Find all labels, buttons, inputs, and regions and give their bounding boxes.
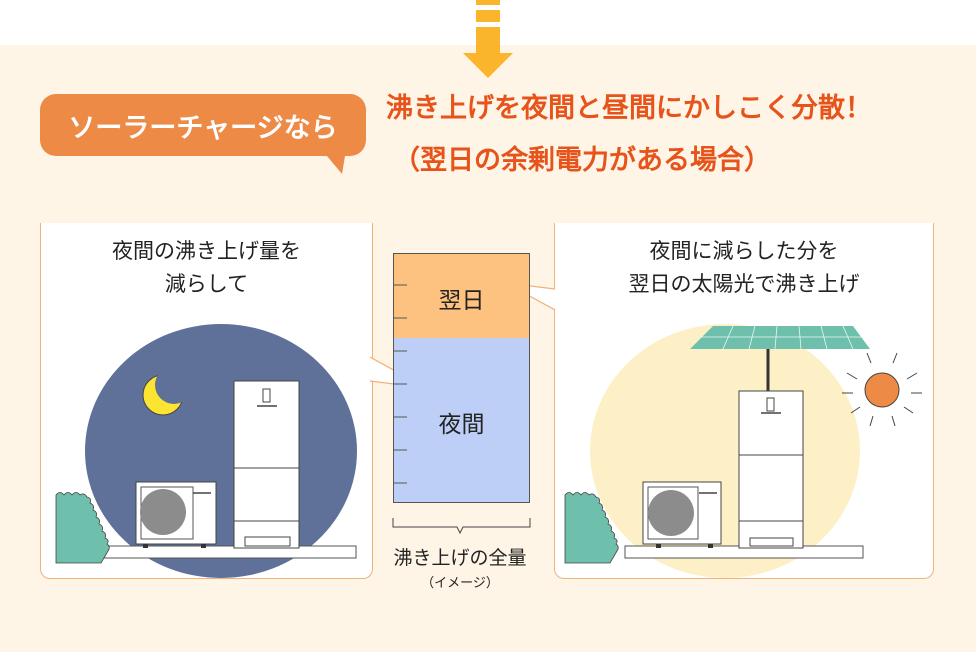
day-card-title-line2: 翌日の太陽光で沸き上げ bbox=[628, 272, 860, 296]
water-tank-icon bbox=[738, 390, 804, 549]
night-card: 夜間の沸き上げ量を 減らして bbox=[40, 223, 373, 579]
night-sky bbox=[85, 324, 357, 578]
meter-caption: 沸き上げの全量 bbox=[393, 547, 527, 569]
heat-pump-unit-icon bbox=[135, 481, 217, 548]
night-card-title-line2: 減らして bbox=[164, 272, 249, 296]
day-card-title-line1: 夜間に減らした分を bbox=[649, 239, 839, 263]
boiling-amount-meter: 翌日 夜間 bbox=[393, 253, 530, 503]
meter-night-label: 夜間 bbox=[438, 412, 485, 438]
meter-next-day-segment bbox=[393, 253, 530, 338]
bush-icon bbox=[55, 492, 110, 564]
meter-next-day-label: 翌日 bbox=[438, 288, 485, 314]
night-card-title-line1: 夜間の沸き上げ量を bbox=[112, 239, 301, 263]
badge-tail bbox=[322, 150, 346, 174]
badge-label: ソーラーチャージなら bbox=[68, 112, 338, 144]
heat-pump-unit-icon bbox=[642, 481, 722, 548]
meter-caption-sub: （イメージ） bbox=[421, 576, 499, 591]
meter-night-segment bbox=[393, 338, 530, 503]
day-illustration bbox=[564, 324, 922, 578]
bush-icon bbox=[564, 492, 619, 564]
water-tank-icon bbox=[233, 380, 300, 549]
day-glow bbox=[590, 324, 860, 578]
solar-panel-icon bbox=[690, 325, 870, 391]
day-card: 夜間に減らした分を 翌日の太陽光で沸き上げ bbox=[554, 223, 934, 579]
moon-icon bbox=[142, 366, 193, 416]
sun-icon bbox=[842, 352, 922, 427]
solar-charge-badge: ソーラーチャージなら bbox=[40, 94, 366, 156]
down-arrow-icon bbox=[463, 0, 513, 78]
headline-sub: （翌日の余剰電力がある場合） bbox=[393, 145, 771, 176]
headline-main: 沸き上げを夜間と昼間にかしこく分散！ bbox=[386, 93, 872, 124]
night-illustration bbox=[55, 324, 357, 578]
